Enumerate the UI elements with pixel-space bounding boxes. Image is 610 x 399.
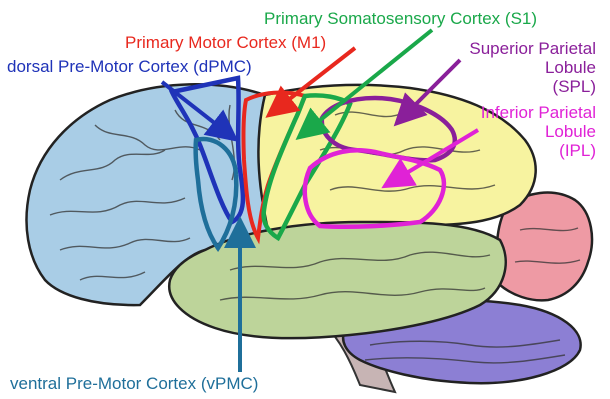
spl-label-line1: Superior Parietal: [469, 39, 596, 58]
ipl-label-line1: Inferior Parietal: [481, 103, 596, 122]
spl-label: Superior Parietal Lobule (SPL): [469, 39, 596, 96]
spl-label-line3: (SPL): [469, 77, 596, 96]
s1-label: Primary Somatosensory Cortex (S1): [264, 9, 537, 28]
vpmc-label: ventral Pre-Motor Cortex (vPMC): [10, 374, 258, 393]
dpmc-label: dorsal Pre-Motor Cortex (dPMC): [7, 57, 252, 76]
ipl-label-line3: (IPL): [481, 141, 596, 160]
spl-label-line2: Lobule: [469, 58, 596, 77]
ipl-label-line2: Lobule: [481, 122, 596, 141]
ipl-label: Inferior Parietal Lobule (IPL): [481, 103, 596, 160]
m1-label: Primary Motor Cortex (M1): [125, 33, 326, 52]
